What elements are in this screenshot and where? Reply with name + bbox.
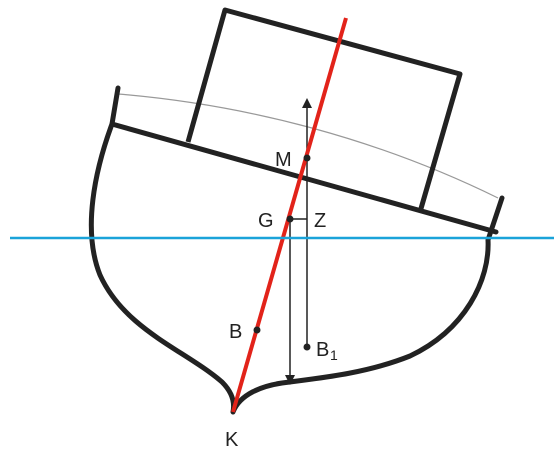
label-m: M — [275, 149, 292, 171]
ship-centerline — [231, 17, 348, 413]
superstructure — [185, 7, 463, 213]
label-z: Z — [314, 210, 326, 232]
label-b: B — [229, 321, 242, 343]
label-g: G — [258, 210, 274, 232]
point-g — [286, 215, 294, 223]
label-b1-subscript: 1 — [330, 347, 338, 363]
deck-line — [109, 121, 499, 235]
point-b — [253, 326, 261, 334]
point-m — [303, 154, 311, 162]
label-k: K — [225, 429, 239, 451]
label-b1: B — [316, 339, 329, 361]
point-b1 — [303, 343, 311, 351]
